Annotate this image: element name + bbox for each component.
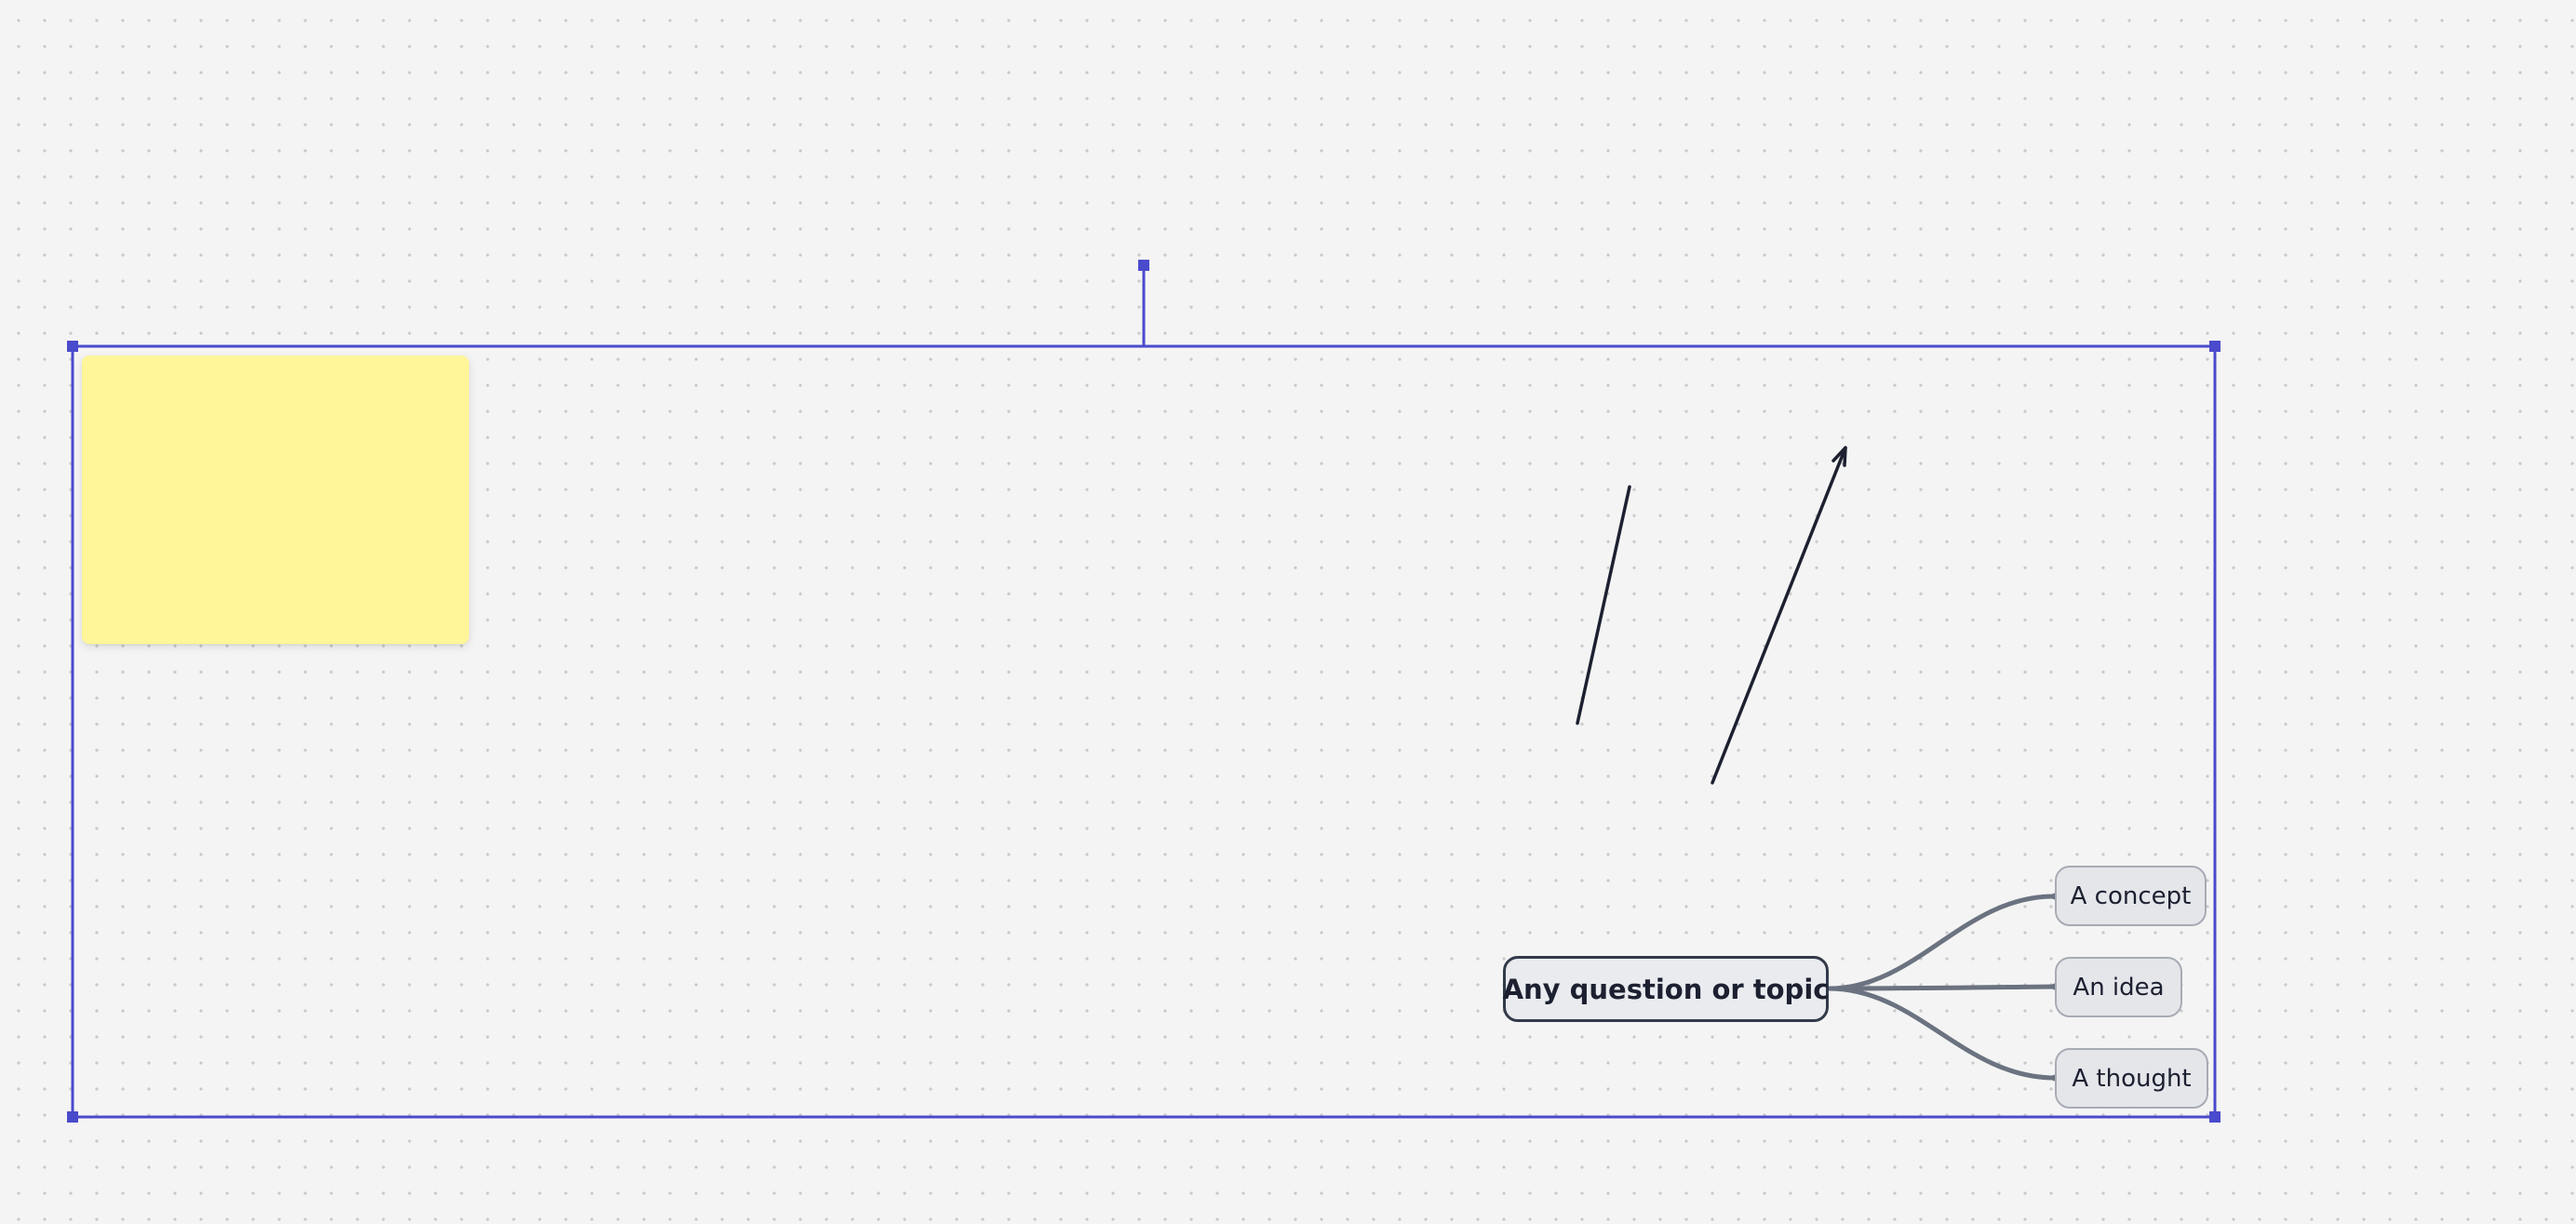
rotate-handle[interactable] xyxy=(1138,260,1149,271)
mind-map-node-idea[interactable]: An idea xyxy=(2055,957,2182,1017)
drawn-line[interactable] xyxy=(1576,485,1631,725)
connector-concept xyxy=(1826,894,2058,991)
mind-map-node-label: A concept xyxy=(2070,881,2192,910)
connector-thought xyxy=(1826,986,2058,1081)
mind-map-node-concept[interactable]: A concept xyxy=(2055,866,2207,926)
mind-map-connectors xyxy=(1826,893,2059,1082)
drawn-arrow[interactable] xyxy=(1711,446,1847,785)
mind-map-root-label: Any question or topic xyxy=(1502,973,1830,1005)
sticky-note[interactable] xyxy=(82,356,469,644)
top-right-handle[interactable] xyxy=(2209,341,2220,352)
mind-map-root-node[interactable]: Any question or topic xyxy=(1503,956,1829,1022)
top-left-handle[interactable] xyxy=(67,341,78,352)
connector-idea xyxy=(1826,984,2058,991)
bottom-right-handle[interactable] xyxy=(2209,1111,2220,1123)
arrow-shaft xyxy=(1711,446,1847,785)
bottom-left-handle[interactable] xyxy=(67,1111,78,1123)
mind-map-node-label: An idea xyxy=(2073,973,2165,1002)
mind-map-node-thought[interactable]: A thought xyxy=(2055,1048,2208,1109)
mind-map-node-label: A thought xyxy=(2072,1064,2192,1093)
